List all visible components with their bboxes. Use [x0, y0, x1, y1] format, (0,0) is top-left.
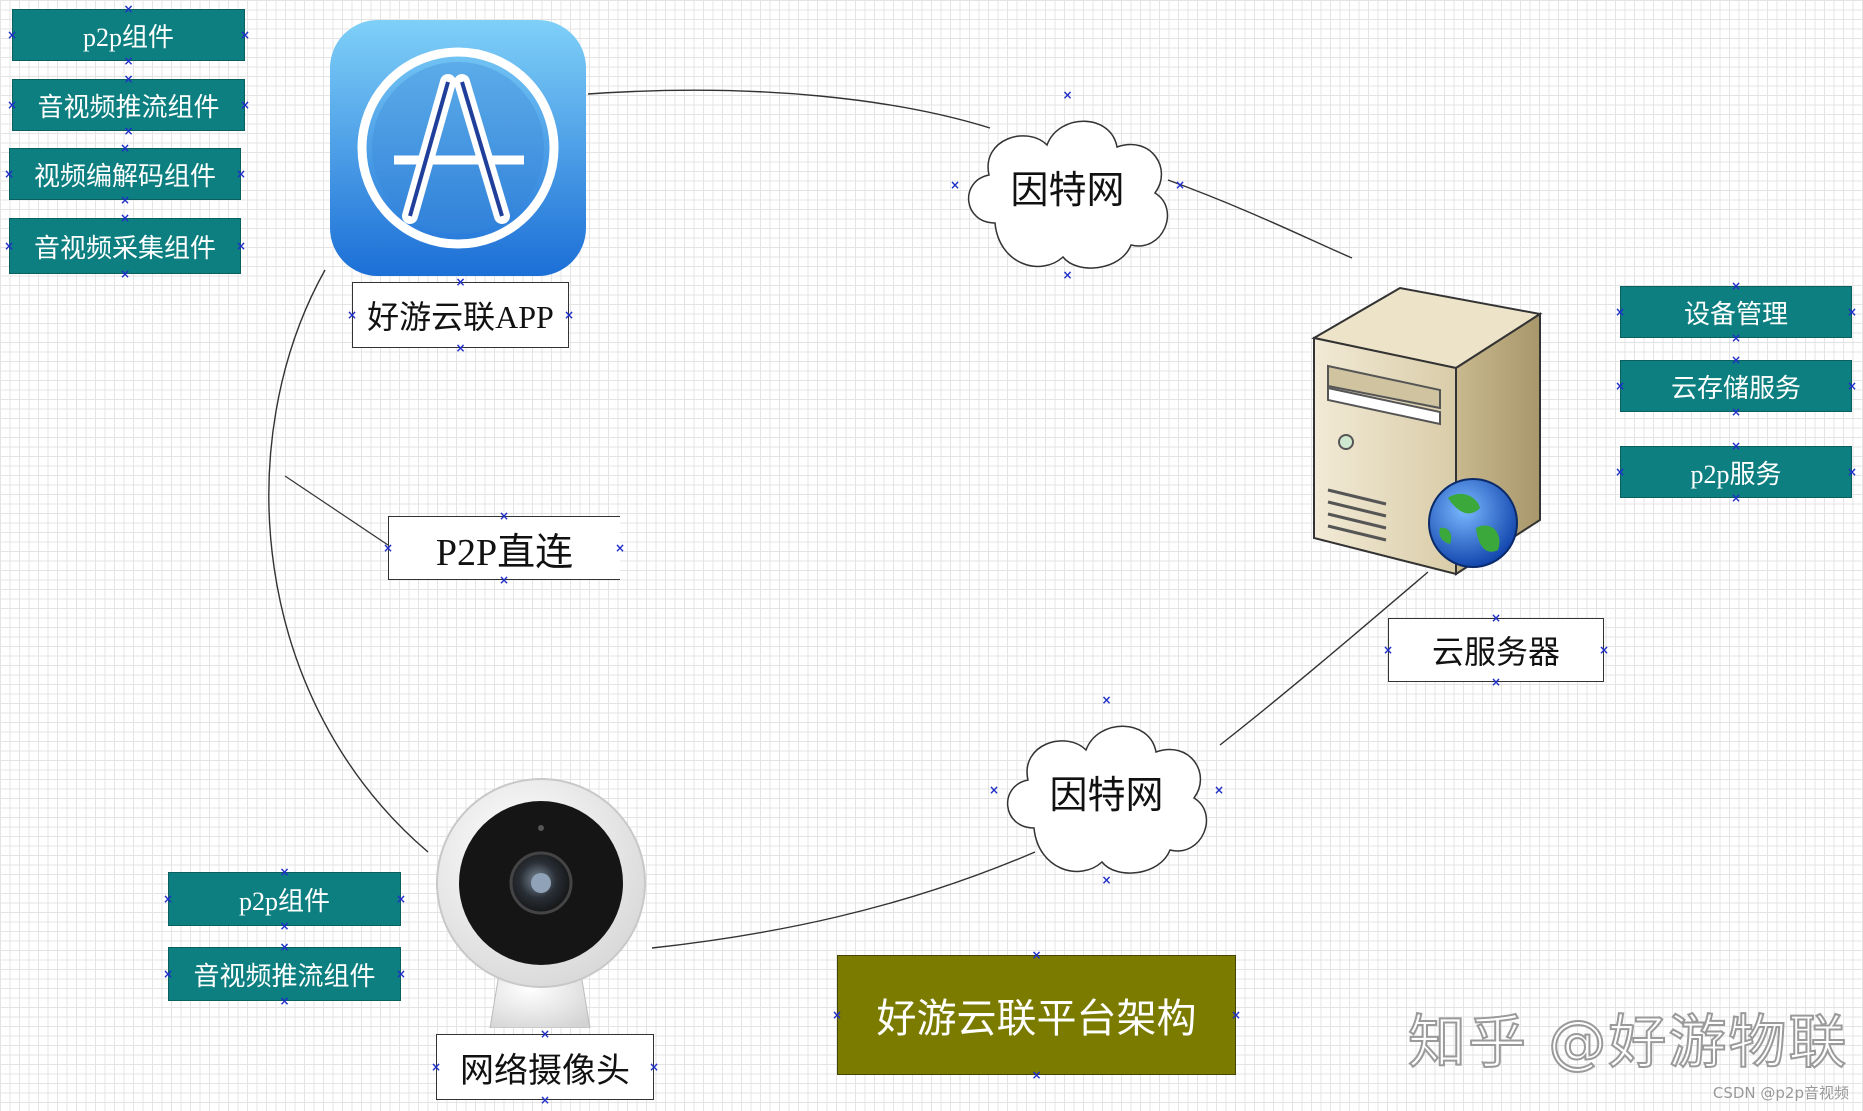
- selection-handle[interactable]: ×: [1730, 353, 1742, 367]
- selection-handle[interactable]: ×: [3, 167, 15, 181]
- selection-handle[interactable]: ×: [119, 193, 131, 207]
- internet-bottom-label: 因特网: [1049, 775, 1164, 817]
- app-label: 好游云联APP: [352, 282, 569, 348]
- selection-handle[interactable]: ×: [1213, 783, 1225, 797]
- selection-handle[interactable]: ×: [279, 865, 290, 879]
- selection-handle[interactable]: ×: [279, 919, 290, 933]
- camera-component-p2p[interactable]: p2p组件: [168, 872, 401, 926]
- connector-app-to-internet-top: [587, 89, 991, 129]
- selection-handle[interactable]: ×: [1846, 379, 1858, 393]
- selection-handle[interactable]: ×: [1031, 1068, 1042, 1082]
- selection-handle[interactable]: ×: [1101, 693, 1112, 707]
- selection-handle[interactable]: ×: [279, 940, 290, 954]
- server-icon[interactable]: [1308, 258, 1548, 578]
- selection-handle[interactable]: ×: [1846, 305, 1858, 319]
- selection-handle[interactable]: ×: [988, 783, 1000, 797]
- selection-handle[interactable]: ×: [123, 54, 134, 68]
- selection-handle[interactable]: ×: [123, 72, 134, 86]
- camera-component-av-push[interactable]: 音视频推流组件: [168, 947, 401, 1001]
- selection-handle[interactable]: ×: [1730, 331, 1742, 345]
- selection-handle[interactable]: ×: [119, 267, 131, 281]
- selection-handle[interactable]: ×: [119, 141, 131, 155]
- selection-handle[interactable]: ×: [1031, 948, 1042, 962]
- selection-handle[interactable]: ×: [455, 341, 466, 355]
- selection-handle[interactable]: ×: [498, 509, 510, 523]
- selection-handle[interactable]: ×: [1614, 465, 1626, 479]
- app-component-video-codec[interactable]: 视频编解码组件: [9, 148, 241, 200]
- selection-handle[interactable]: ×: [1730, 491, 1742, 505]
- selection-handle[interactable]: ×: [6, 28, 18, 42]
- server-service-cloud-storage[interactable]: 云存储服务: [1620, 360, 1852, 412]
- selection-handle[interactable]: ×: [119, 211, 131, 225]
- app-store-icon[interactable]: [330, 20, 586, 276]
- server-service-device-management[interactable]: 设备管理: [1620, 286, 1852, 338]
- connector-p2p-callout: [284, 475, 389, 546]
- app-component-av-capture[interactable]: 音视频采集组件: [9, 218, 241, 274]
- camera-icon[interactable]: [430, 778, 652, 1029]
- selection-handle[interactable]: ×: [382, 541, 394, 555]
- connector-internet-top-to-server: [1167, 179, 1353, 259]
- selection-handle[interactable]: ×: [239, 28, 251, 42]
- selection-handle[interactable]: ×: [614, 541, 626, 555]
- selection-handle[interactable]: ×: [239, 98, 251, 112]
- server-service-p2p[interactable]: p2p服务: [1620, 446, 1852, 498]
- selection-handle[interactable]: ×: [1730, 439, 1742, 453]
- selection-handle[interactable]: ×: [1230, 1008, 1242, 1022]
- selection-handle[interactable]: ×: [3, 239, 15, 253]
- selection-handle[interactable]: ×: [1382, 643, 1394, 657]
- selection-handle[interactable]: ×: [1614, 305, 1626, 319]
- selection-handle[interactable]: ×: [395, 892, 407, 906]
- selection-handle[interactable]: ×: [539, 1093, 551, 1107]
- selection-handle[interactable]: ×: [6, 98, 18, 112]
- selection-handle[interactable]: ×: [1062, 88, 1073, 102]
- credit-text: CSDN @p2p音视频: [1712, 1084, 1849, 1102]
- internet-top-label: 因特网: [1010, 170, 1125, 212]
- selection-handle[interactable]: ×: [279, 994, 290, 1008]
- selection-handle[interactable]: ×: [1062, 268, 1073, 282]
- selection-handle[interactable]: ×: [498, 573, 510, 587]
- selection-handle[interactable]: ×: [539, 1027, 551, 1041]
- camera-label: 网络摄像头: [436, 1034, 654, 1100]
- selection-handle[interactable]: ×: [949, 178, 961, 192]
- selection-handle[interactable]: ×: [1490, 675, 1502, 689]
- selection-handle[interactable]: ×: [430, 1060, 442, 1074]
- selection-handle[interactable]: ×: [395, 967, 407, 981]
- watermark: 知乎 @好游物联: [1407, 1007, 1849, 1077]
- selection-handle[interactable]: ×: [123, 2, 134, 16]
- connector-internet-bottom-to-camera: [651, 851, 1036, 949]
- p2p-direct-label: P2P直连: [388, 516, 620, 580]
- selection-handle[interactable]: ×: [563, 308, 575, 322]
- selection-handle[interactable]: ×: [1846, 465, 1858, 479]
- globe-icon: [1428, 478, 1518, 568]
- selection-handle[interactable]: ×: [831, 1008, 843, 1022]
- diagram-title: 好游云联平台架构: [837, 955, 1236, 1075]
- app-component-av-push[interactable]: 音视频推流组件: [12, 79, 245, 131]
- selection-handle[interactable]: ×: [1730, 279, 1742, 293]
- selection-handle[interactable]: ×: [162, 892, 174, 906]
- internet-cloud-bottom: 因特网: [994, 700, 1219, 880]
- selection-handle[interactable]: ×: [235, 167, 247, 181]
- selection-handle[interactable]: ×: [648, 1060, 660, 1074]
- server-label: 云服务器: [1388, 618, 1604, 682]
- cloud-shape: [1006, 725, 1208, 874]
- selection-handle[interactable]: ×: [1598, 643, 1610, 657]
- selection-handle[interactable]: ×: [346, 308, 358, 322]
- selection-handle[interactable]: ×: [123, 124, 134, 138]
- selection-handle[interactable]: ×: [1730, 405, 1742, 419]
- selection-handle[interactable]: ×: [162, 967, 174, 981]
- selection-handle[interactable]: ×: [1174, 178, 1186, 192]
- internet-cloud-top: 因特网: [955, 95, 1180, 275]
- selection-handle[interactable]: ×: [1101, 873, 1112, 887]
- selection-handle[interactable]: ×: [1614, 379, 1626, 393]
- selection-handle[interactable]: ×: [235, 239, 247, 253]
- selection-handle[interactable]: ×: [1490, 611, 1502, 625]
- cloud-shape: [967, 120, 1169, 269]
- selection-handle[interactable]: ×: [455, 275, 466, 289]
- app-component-p2p[interactable]: p2p组件: [12, 9, 245, 61]
